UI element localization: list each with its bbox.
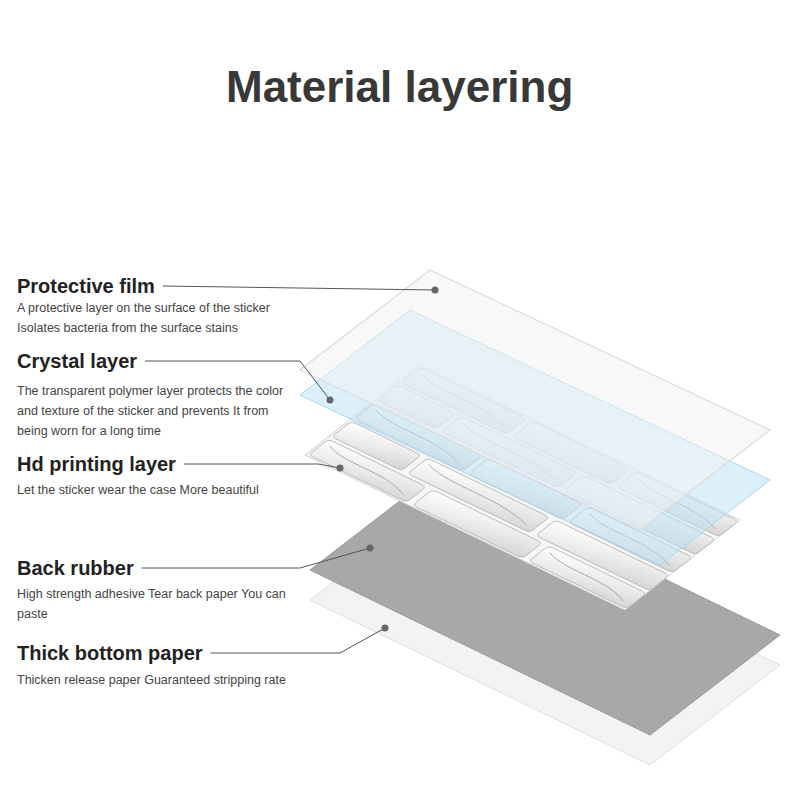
leader-line [163, 286, 435, 290]
layer-name: Thick bottom paper [17, 641, 203, 665]
layer-description: The transparent polymer layer protects t… [17, 381, 297, 441]
leader-dot [367, 545, 374, 552]
leader-line [142, 548, 370, 568]
marble-tile [529, 546, 647, 609]
layer-description: Thicken release paper Guaranteed strippi… [17, 670, 302, 690]
layer-name: Back rubber [17, 556, 134, 580]
layer-description: Let the sticker wear the case More beaut… [17, 480, 302, 500]
leader-dot [432, 287, 439, 294]
leader-dot [382, 625, 389, 632]
marble-vein [319, 446, 413, 495]
leader-line [211, 628, 385, 653]
layer-name: Protective film [17, 274, 155, 298]
marble-tile [309, 439, 427, 502]
leader-dot [337, 465, 344, 472]
protective-film-sheet [300, 270, 770, 530]
layer-description: A protective layer on the surface of the… [17, 298, 302, 338]
layer-name: Hd printing layer [17, 452, 176, 476]
page-title: Material layering [226, 62, 573, 112]
layer-name: Crystal layer [17, 349, 137, 373]
marble-vein [539, 552, 633, 601]
layer-description: High strength adhesive Tear back paper Y… [17, 584, 287, 624]
leader-dot [327, 397, 334, 404]
leader-line [184, 464, 340, 468]
